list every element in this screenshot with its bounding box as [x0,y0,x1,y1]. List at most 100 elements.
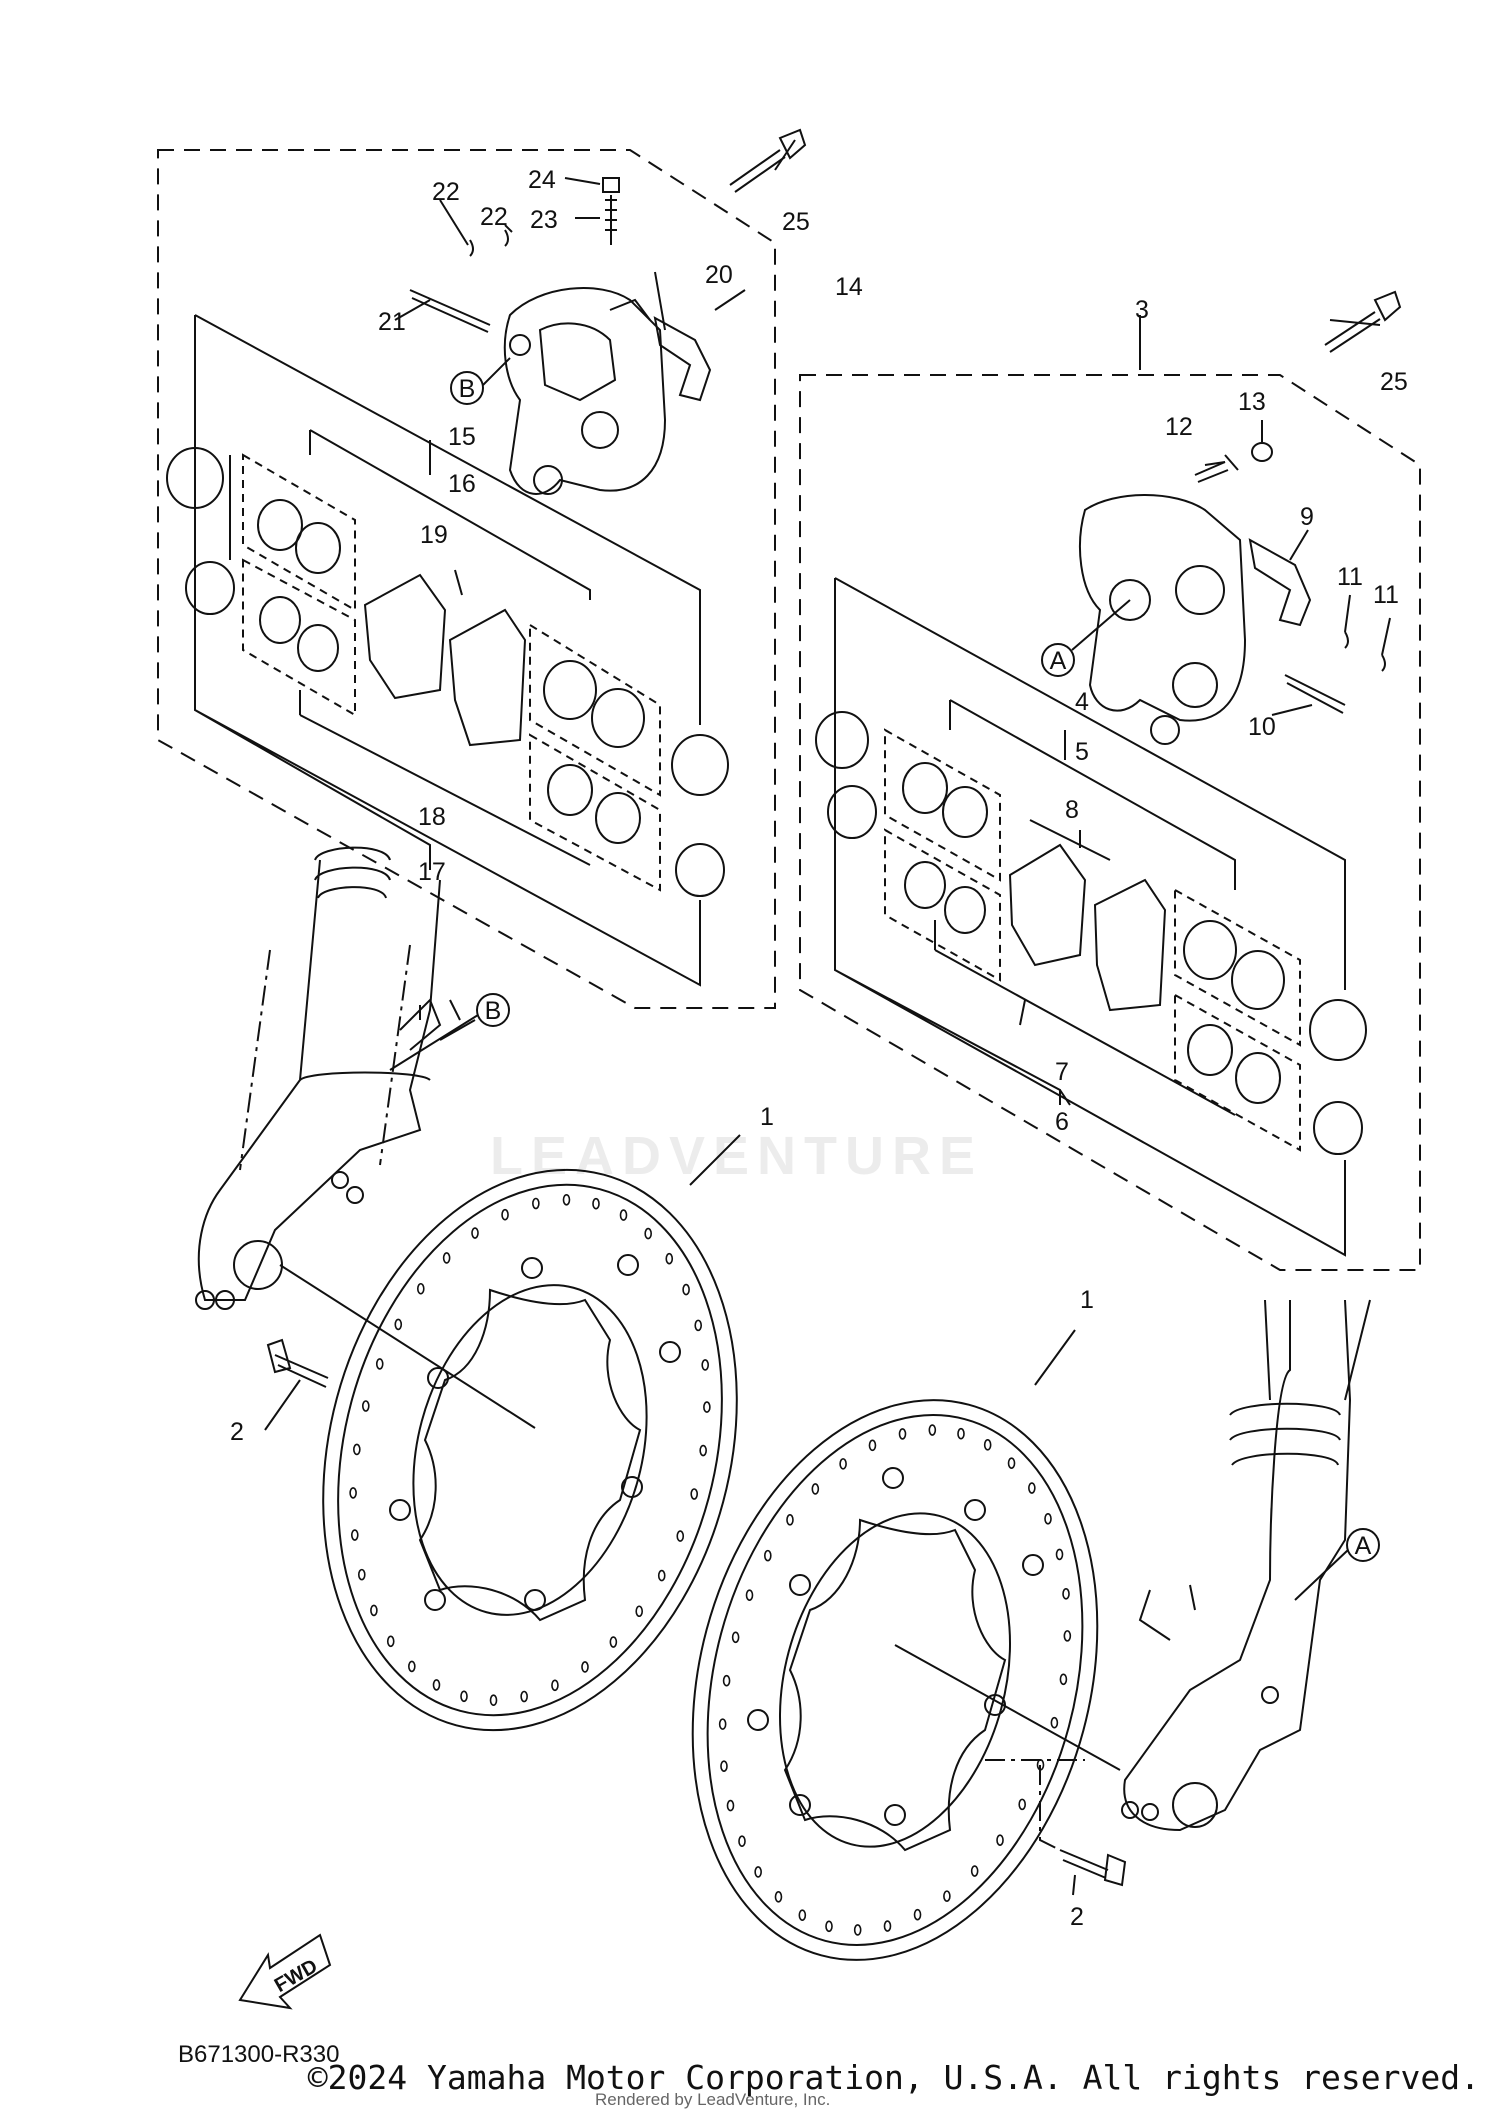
leader-lines [264,139,1391,1896]
disc-hole [1007,1457,1016,1469]
disc-hole [361,1400,370,1412]
disc-hole [718,1718,727,1730]
disc-hole [996,1834,1004,1846]
disc-hole [353,1443,361,1456]
disc-hole [701,1359,710,1371]
right-brake-disc [691,1399,1099,1961]
callout-5: 5 [1075,738,1089,766]
callout-4: 4 [1075,688,1089,716]
callout-2-left: 2 [230,1418,244,1446]
circle-a-fork-label: A [1355,1532,1372,1560]
disc-hole [635,1605,644,1618]
circle-a-fork [1346,1528,1380,1562]
disc-hole [699,1444,707,1457]
disc-hole [416,1282,425,1295]
left-disc-bolts [389,1254,681,1611]
left-caliper-body [503,287,667,495]
disc-hole [913,1908,922,1921]
callout-1-right: 1 [1080,1286,1094,1314]
callout-1-left: 1 [760,1103,774,1131]
disc-hole [722,1674,731,1687]
disc-hole [489,1694,498,1707]
disc-hole [774,1891,783,1903]
disc-hole [1028,1482,1036,1494]
callout-9: 9 [1300,503,1314,531]
right-leader-frame [834,577,1346,1257]
callout-14: 14 [835,273,863,301]
callout-10: 10 [1248,713,1276,741]
disc-hole [720,1760,728,1772]
disc-hole [754,1866,762,1878]
left-fork-centerline [239,944,411,1171]
disc-hole [442,1252,451,1264]
disc-hole [592,1197,600,1210]
disc-hole [460,1690,468,1703]
callout-7: 7 [1055,1058,1069,1086]
disc-hole [798,1909,807,1921]
left-leader-frame [194,314,701,987]
right-pad-pin [1284,674,1346,714]
disc-hole [1062,1588,1070,1600]
callout-25-right: 25 [1380,368,1408,396]
callout-24: 24 [528,166,556,194]
callout-17: 17 [418,858,446,886]
left-caliper-boundary [157,149,776,1009]
left-brake-disc [322,1168,738,1732]
callout-15: 15 [448,423,476,451]
disc-hole [350,1529,359,1541]
disc-hole [839,1458,847,1470]
disc-hole [957,1427,965,1440]
callout-6: 6 [1055,1108,1069,1136]
disc-hole [868,1439,877,1452]
disc-hole [619,1209,628,1221]
left-bleed-screw [605,195,617,245]
callout-25-left: 25 [782,208,810,236]
disc-hole [726,1799,735,1812]
rendered-by: Rendered by LeadVenture, Inc. [595,2090,831,2109]
disc-hole [349,1487,357,1499]
disc-hole [665,1252,674,1265]
disc-hole [581,1661,589,1673]
right-fork-leg [1121,1299,1371,1832]
disc-hole [970,1865,979,1877]
disc-hole [551,1679,559,1692]
disc-hole [357,1568,366,1581]
disc-hole [520,1690,528,1703]
callout-16: 16 [448,470,476,498]
right-clip-a [1344,631,1349,649]
left-seal-boxes [242,453,661,892]
callout-11a: 11 [1337,563,1363,591]
disc-hole [1063,1630,1072,1642]
disc-hole [883,1920,892,1932]
disc-hole [825,1920,833,1933]
left-bleed-cap [602,177,620,193]
disc-hole [928,1424,937,1436]
right-disc-holes [718,1424,1072,1936]
left-clip-b [504,229,509,247]
right-seal-boxes [884,728,1301,1152]
reference-code: B671300-R330 [178,2041,339,2068]
disc-hole [432,1679,441,1691]
callout-18: 18 [418,803,446,831]
disc-hole [609,1636,618,1648]
callout-2-right: 2 [1070,1903,1084,1931]
left-pad-pin [409,289,491,333]
left-disc-bolt [266,1338,329,1388]
circle-b-top-label: B [459,375,476,403]
left-axle-line [279,1264,536,1429]
disc-hole [764,1549,772,1562]
callout-22b: 22 [480,203,508,231]
disc-hole [690,1488,699,1500]
circle-b-top [450,371,484,405]
callout-8: 8 [1065,796,1079,824]
disc-hole [676,1530,685,1542]
disc-hole [694,1319,703,1332]
callout-13: 13 [1238,388,1266,416]
left-fork-leg [195,846,442,1310]
callout-11b: 11 [1373,581,1399,609]
callout-23: 23 [530,206,558,234]
left-disc-holes [349,1193,711,1707]
circle-b-fork-label: B [485,997,502,1025]
right-disc-bolt [1059,1849,1127,1887]
disc-hole [983,1439,992,1451]
